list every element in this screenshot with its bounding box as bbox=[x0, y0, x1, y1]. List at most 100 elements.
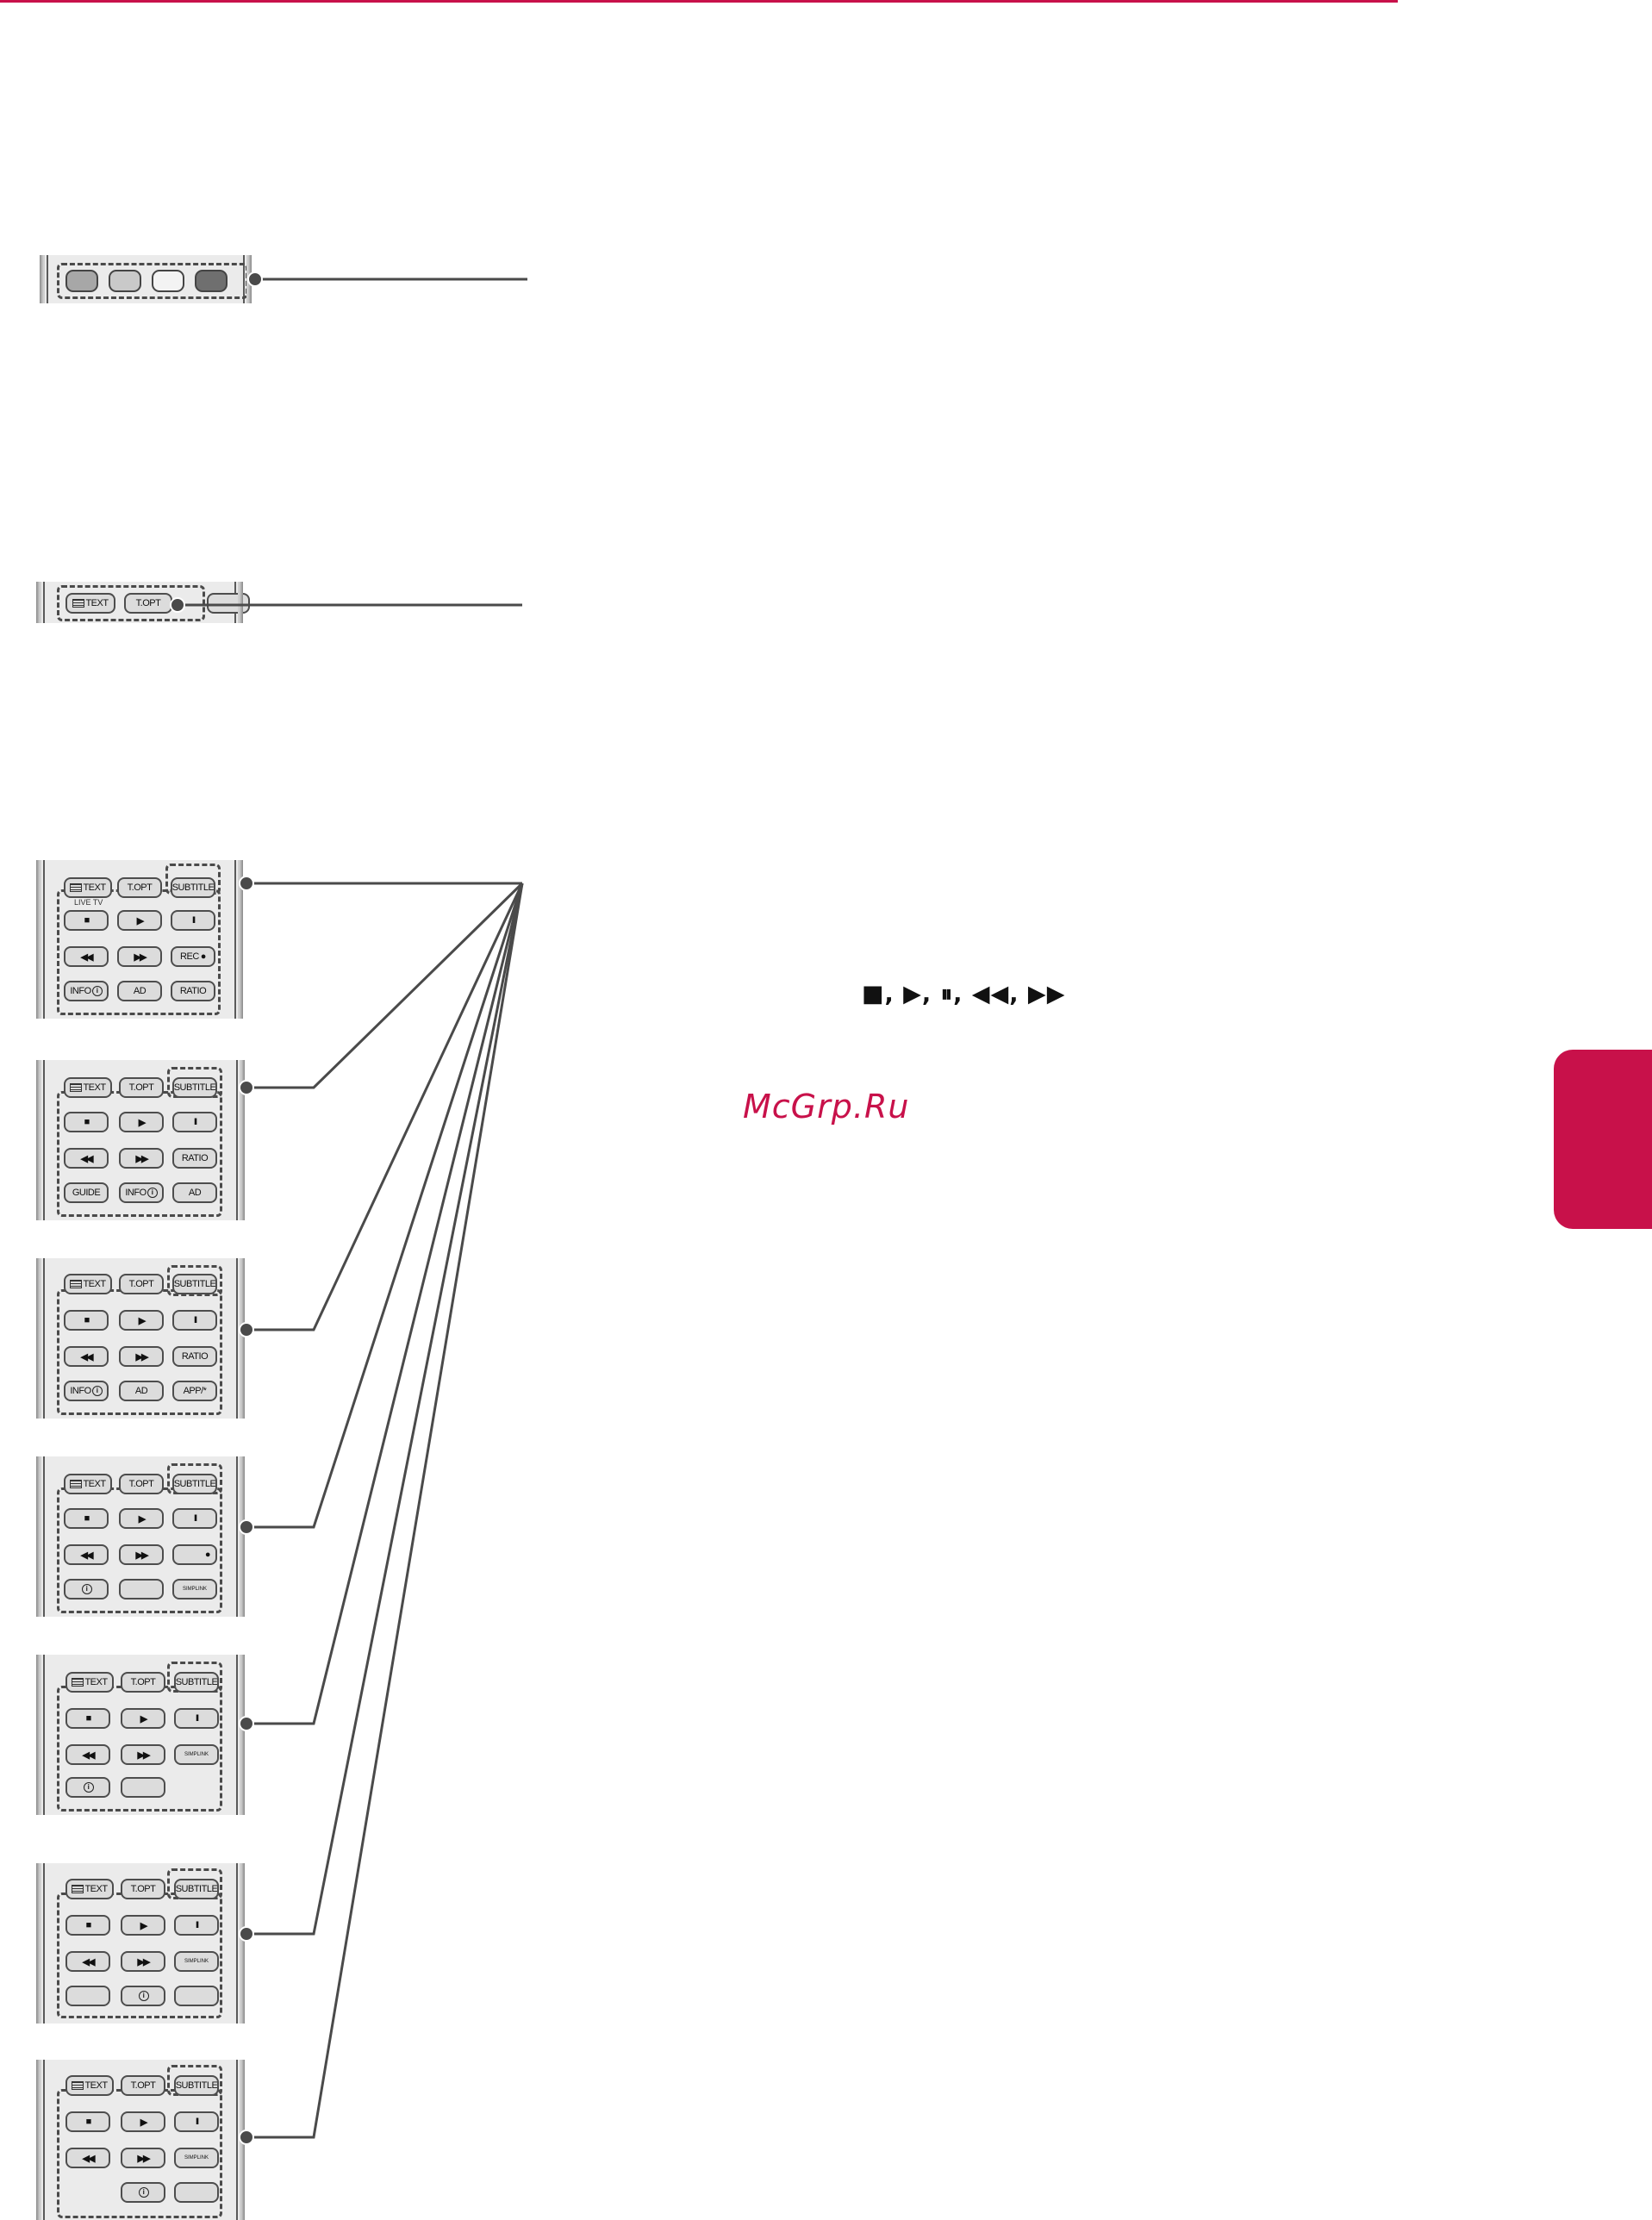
fast-forward-button[interactable]: ▶▶ bbox=[117, 946, 162, 967]
play-button[interactable]: ▶ bbox=[121, 2111, 165, 2132]
app-button[interactable]: APP/* bbox=[172, 1381, 217, 1401]
play-button[interactable]: ▶ bbox=[119, 1508, 164, 1529]
subtitle-group bbox=[167, 1265, 222, 1296]
rewind-button[interactable]: ◀◀ bbox=[64, 1544, 109, 1565]
teletext-icon bbox=[70, 883, 83, 892]
info-button[interactable]: i bbox=[64, 1579, 109, 1600]
blank-button[interactable] bbox=[121, 1777, 165, 1798]
top-rule bbox=[0, 0, 1398, 3]
playback-symbols-text: ■, ▶, ⏸, ◀◀, ▶▶ bbox=[862, 981, 1066, 1007]
rewind-button[interactable]: ◀◀ bbox=[64, 1346, 109, 1367]
remote-2: TEXT T.OPT SUBTITLE ■ ▶ II ◀◀ ▶▶ RATIO G… bbox=[36, 1060, 245, 1220]
subtitle-button[interactable]: SUBTITLE bbox=[171, 877, 215, 898]
subtitle-button[interactable]: SUBTITLE bbox=[174, 2075, 219, 2096]
topt-button[interactable]: T.OPT bbox=[121, 1672, 165, 1693]
info-button[interactable]: i bbox=[65, 1777, 110, 1798]
rewind-button[interactable]: ◀◀ bbox=[64, 1148, 109, 1169]
ratio-button[interactable]: RATIO bbox=[171, 981, 215, 1001]
topt-button[interactable]: T.OPT bbox=[119, 1474, 164, 1494]
fast-forward-button[interactable]: ▶▶ bbox=[121, 1951, 165, 1972]
text-button[interactable]: TEXT bbox=[64, 1274, 112, 1294]
teletext-icon bbox=[70, 1480, 83, 1488]
text-button[interactable]: TEXT bbox=[65, 1879, 114, 1899]
ad-button[interactable]: AD bbox=[172, 1182, 217, 1203]
topt-button[interactable]: T.OPT bbox=[117, 877, 162, 898]
fast-forward-button[interactable]: ▶▶ bbox=[119, 1346, 164, 1367]
play-button[interactable]: ▶ bbox=[119, 1310, 164, 1331]
fast-forward-button[interactable]: ▶▶ bbox=[119, 1148, 164, 1169]
info-icon: i bbox=[91, 1386, 103, 1396]
topt-button[interactable]: T.OPT bbox=[121, 1879, 165, 1899]
pause-button[interactable]: II bbox=[174, 2111, 219, 2132]
topt-button[interactable]: T.OPT bbox=[124, 593, 172, 614]
text-button[interactable]: TEXT bbox=[64, 877, 112, 898]
pause-button[interactable]: II bbox=[172, 1112, 217, 1132]
blank-button[interactable] bbox=[119, 1579, 164, 1600]
stop-button[interactable]: ■ bbox=[64, 1508, 109, 1529]
simplink-button[interactable]: SIMPLINK bbox=[174, 2148, 219, 2168]
play-button[interactable]: ▶ bbox=[121, 1708, 165, 1729]
fast-forward-button[interactable]: ▶▶ bbox=[119, 1544, 164, 1565]
pause-button[interactable]: II bbox=[172, 1310, 217, 1331]
topt-button[interactable]: T.OPT bbox=[119, 1077, 164, 1098]
guide-button[interactable]: GUIDE bbox=[64, 1182, 109, 1203]
blue-button[interactable] bbox=[195, 270, 228, 292]
yellow-button[interactable] bbox=[152, 270, 184, 292]
ad-button[interactable]: AD bbox=[119, 1381, 164, 1401]
rec-button[interactable]: REC● bbox=[171, 946, 215, 967]
ratio-button[interactable]: RATIO bbox=[172, 1148, 217, 1169]
text-buttons-group bbox=[57, 585, 205, 621]
pause-button[interactable]: II bbox=[172, 1508, 217, 1529]
play-button[interactable]: ▶ bbox=[119, 1112, 164, 1132]
ratio-button[interactable]: RATIO bbox=[172, 1346, 217, 1367]
pause-button[interactable]: II bbox=[174, 1708, 219, 1729]
subtitle-button[interactable]: SUBTITLE bbox=[172, 1274, 217, 1294]
rewind-button[interactable]: ◀◀ bbox=[65, 1951, 110, 1972]
stop-button[interactable]: ■ bbox=[65, 1915, 110, 1936]
section-side-tab bbox=[1554, 1050, 1652, 1229]
stop-button[interactable]: ■ bbox=[64, 1310, 109, 1331]
simplink-button[interactable]: SIMPLINK bbox=[174, 1744, 219, 1765]
info-button[interactable]: i bbox=[121, 2182, 165, 2203]
subtitle-button[interactable]: SUBTITLE bbox=[174, 1879, 219, 1899]
text-button[interactable]: TEXT bbox=[64, 1077, 112, 1098]
text-button[interactable]: TEXT bbox=[64, 1474, 112, 1494]
subtitle-button[interactable]: SUBTITLE bbox=[174, 1672, 219, 1693]
red-button[interactable] bbox=[65, 270, 98, 292]
simplink-button[interactable]: SIMPLINK bbox=[172, 1579, 217, 1600]
topt-button[interactable]: T.OPT bbox=[119, 1274, 164, 1294]
teletext-icon bbox=[72, 2081, 84, 2090]
rec-button[interactable]: ● bbox=[172, 1544, 217, 1565]
blank-button[interactable] bbox=[65, 1986, 110, 2006]
subtitle-button[interactable]: SUBTITLE bbox=[172, 1077, 217, 1098]
fast-forward-button[interactable]: ▶▶ bbox=[121, 2148, 165, 2168]
ad-button[interactable]: AD bbox=[117, 981, 162, 1001]
stop-button[interactable]: ■ bbox=[64, 1112, 109, 1132]
stop-button[interactable]: ■ bbox=[64, 910, 109, 931]
stop-button[interactable]: ■ bbox=[65, 2111, 110, 2132]
blank-button[interactable] bbox=[174, 1986, 219, 2006]
text-button[interactable]: TEXT bbox=[65, 1672, 114, 1693]
text-button[interactable]: TEXT bbox=[65, 2075, 114, 2096]
text-button[interactable]: TEXT bbox=[65, 593, 115, 614]
blank-button[interactable] bbox=[174, 2182, 219, 2203]
info-button[interactable]: i bbox=[121, 1986, 165, 2006]
rewind-button[interactable]: ◀◀ bbox=[65, 1744, 110, 1765]
rewind-button[interactable]: ◀◀ bbox=[64, 946, 109, 967]
play-button[interactable]: ▶ bbox=[117, 910, 162, 931]
simplink-button[interactable]: SIMPLINK bbox=[174, 1951, 219, 1972]
pause-button[interactable]: II bbox=[171, 910, 215, 931]
fast-forward-button[interactable]: ▶▶ bbox=[121, 1744, 165, 1765]
stop-button[interactable]: ■ bbox=[65, 1708, 110, 1729]
topt-button[interactable]: T.OPT bbox=[121, 2075, 165, 2096]
green-button[interactable] bbox=[109, 270, 141, 292]
subtitle-button[interactable]: SUBTITLE bbox=[172, 1474, 217, 1494]
remote-text-buttons: TEXT T.OPT bbox=[36, 582, 250, 623]
rewind-button[interactable]: ◀◀ bbox=[65, 2148, 110, 2168]
pause-button[interactable]: II bbox=[174, 1915, 219, 1936]
play-button[interactable]: ▶ bbox=[121, 1915, 165, 1936]
